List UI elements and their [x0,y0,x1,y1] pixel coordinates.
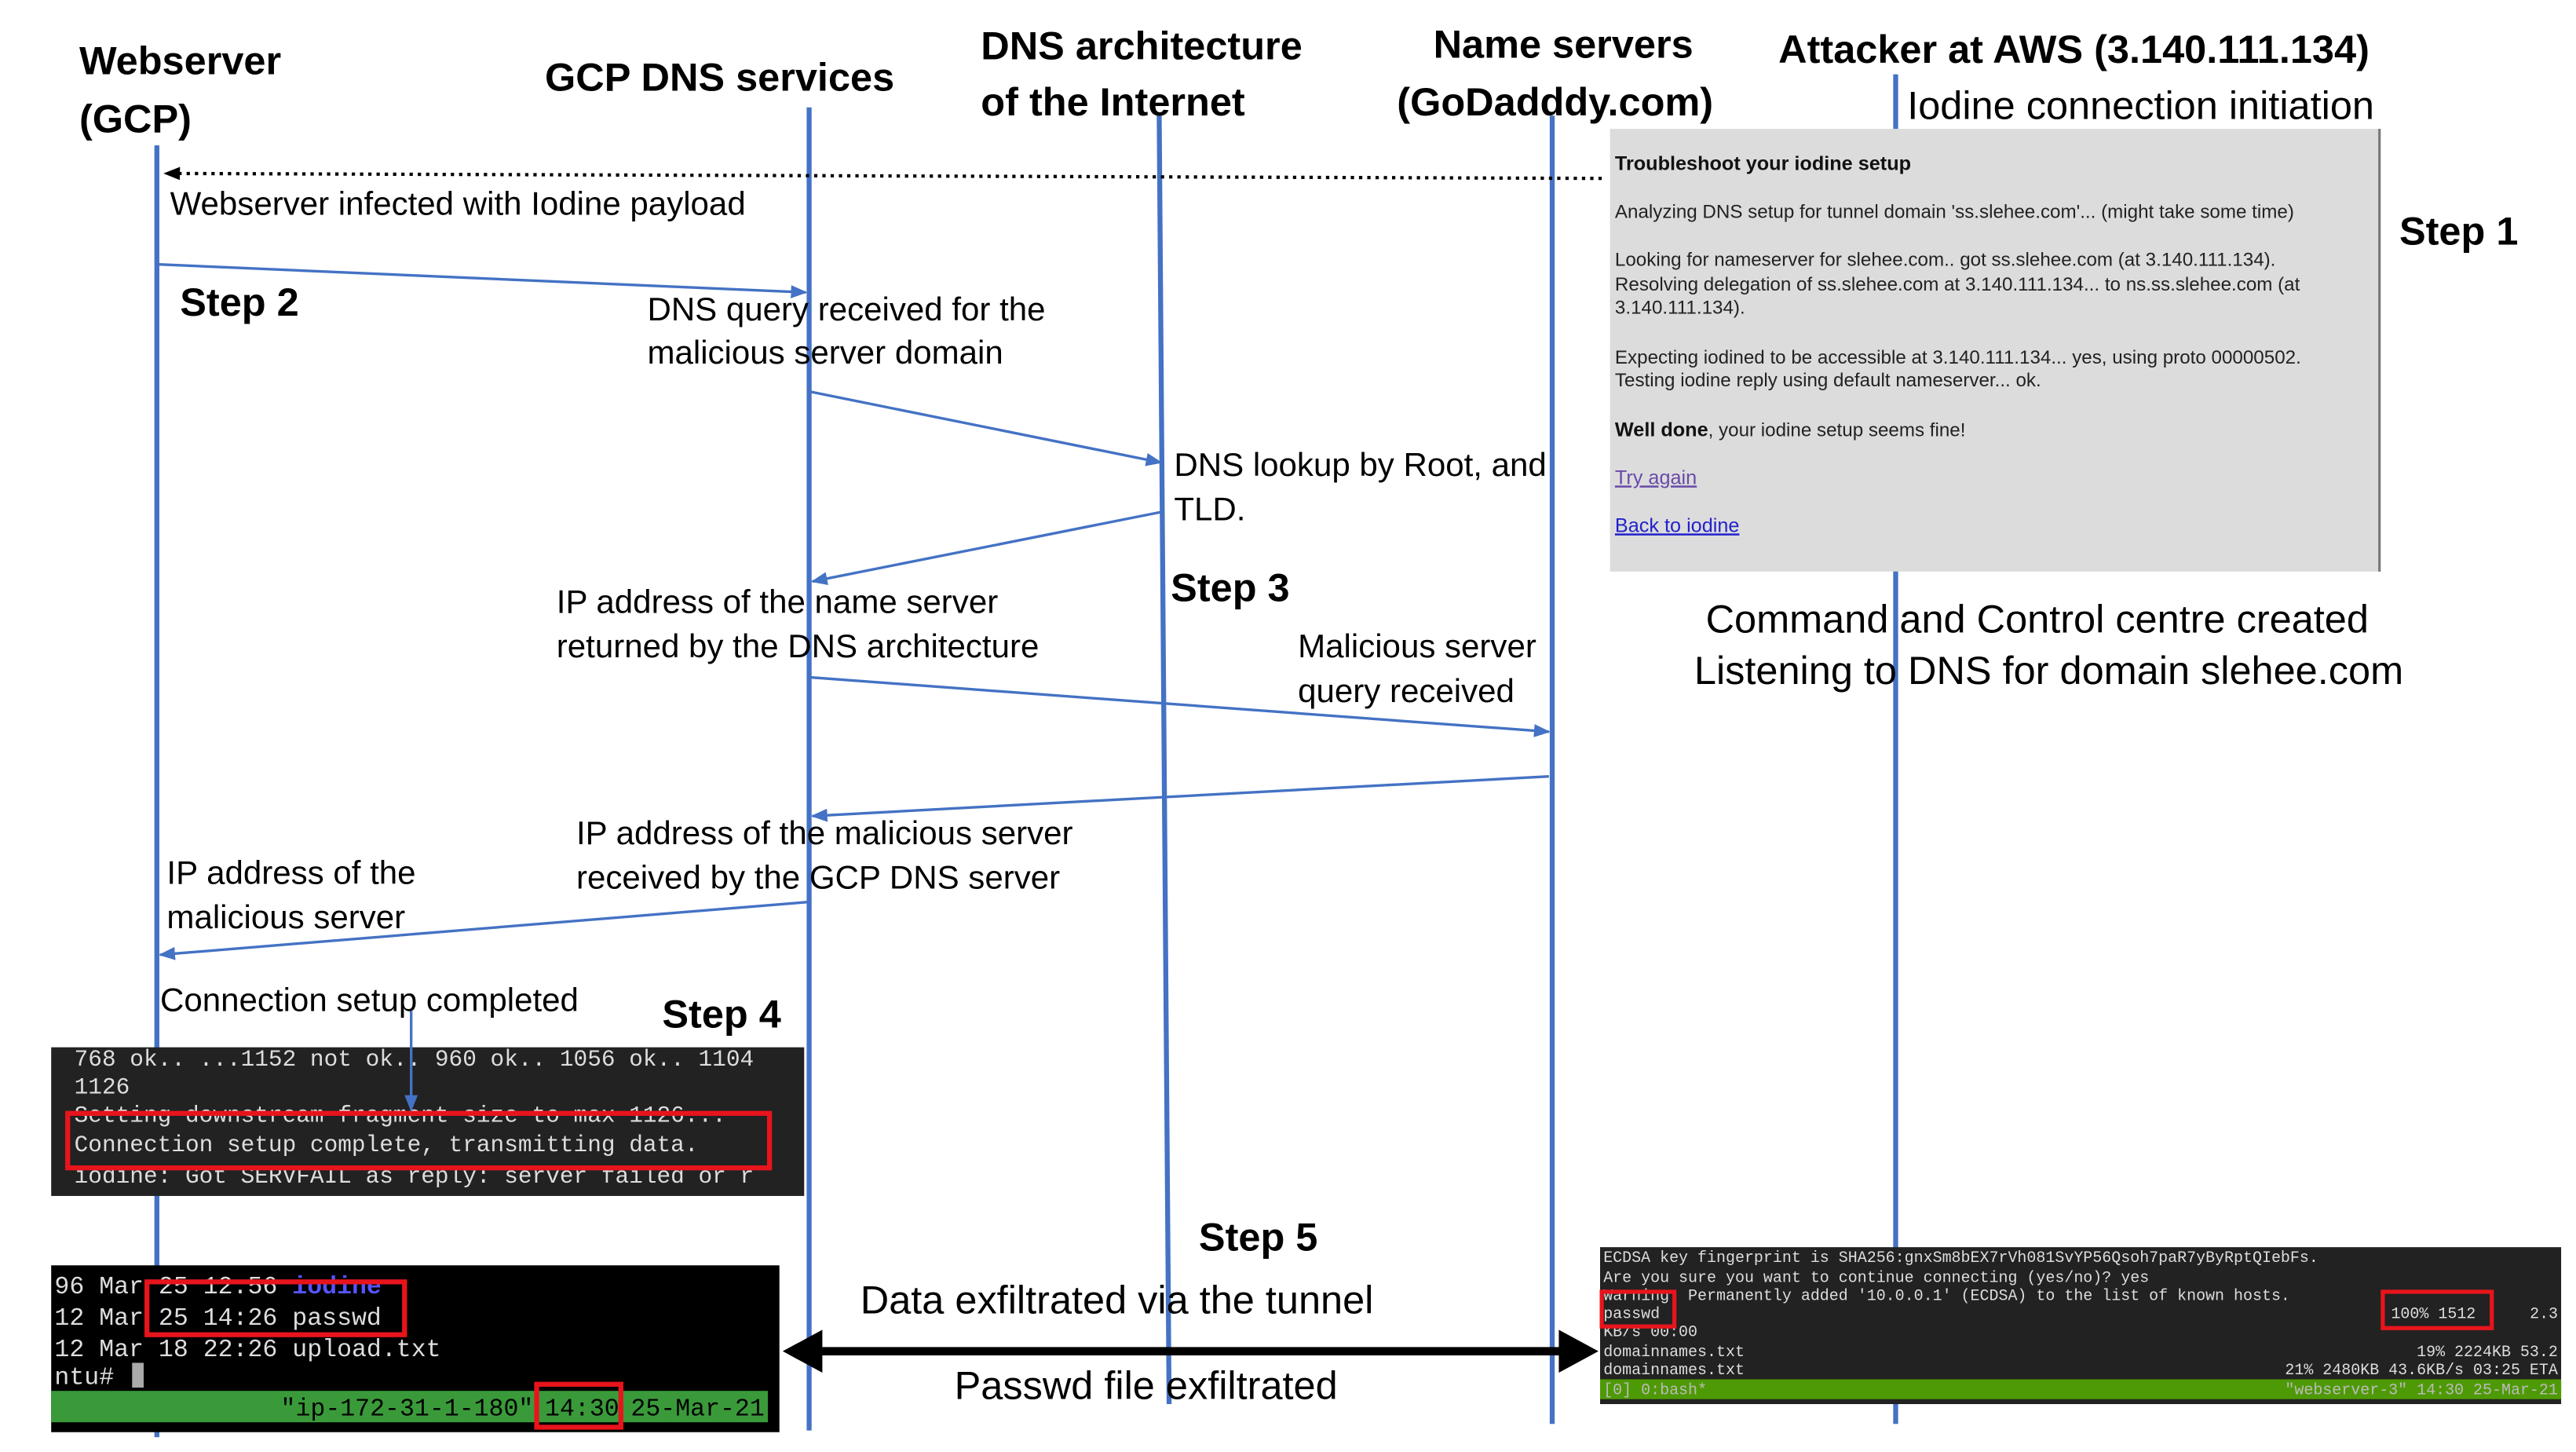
panel-line: Resolving delegation of ss.slehee.com at… [1615,274,2300,295]
dns-lookup-arrow [809,390,1163,466]
malicious-query-label: Malicious server [1298,627,1536,664]
lifeline-dns-arch [1156,115,1172,1405]
dns-lookup-label: DNS lookup by Root, and [1174,446,1546,483]
terminal-line: ECDSA key fingerprint is SHA256:gnxSm8bE… [1603,1249,2318,1267]
dns-arch-header: DNS architecture [981,24,1302,68]
terminal-line: passwd [1603,1305,1660,1323]
step-1-label: Step 1 [2399,208,2518,253]
ip-received-label: IP address of the malicious server [576,814,1073,851]
dns-query-arrow [156,262,808,298]
terminal-line: Are you sure you want to continue connec… [1603,1268,2149,1286]
ip-received-arrow [810,774,1549,822]
attacker-terminal: ECDSA key fingerprint is SHA256:gnxSm8bE… [1599,1247,2562,1404]
cursor [132,1362,144,1388]
ip-malicious-label-2: malicious server [166,898,405,935]
ns-returned-label-2: returned by the DNS architecture [557,627,1040,664]
connection-complete-label: Connection setup completed [160,981,579,1018]
terminal-line: 768 ok.. ...1152 not ok.. 960 ok.. 1056 … [75,1046,755,1073]
status-host: "ip-172-31-1-180" [281,1396,534,1424]
dns-lookup-label-2: TLD. [1174,491,1245,528]
highlight-box [1599,1289,1677,1329]
terminal-line: domainnames.txt [1603,1361,1745,1379]
step-4-label: Step 4 [662,991,780,1036]
name-servers-header-sub: (GoDadddy.com) [1397,79,1713,124]
panel-line: 3.140.111.134). [1615,298,1745,319]
transfer-progress: 19% 2224KB 53.2 [2417,1343,2558,1361]
highlight-box [2381,1289,2494,1330]
terminal-line: domainnames.txt [1603,1343,1745,1361]
highlight-box [534,1381,623,1430]
tunnel-double-arrow [782,1329,1599,1373]
gcp-dns-header: GCP DNS services [545,55,894,100]
malicious-query-label-2: query received [1298,672,1515,709]
terminal-line: Warning: Permanently added '10.0.0.1' (E… [1603,1286,2290,1304]
ns-returned-label: IP address of the name server [557,583,998,620]
attacker-header: Attacker at AWS (3.140.111.134) [1778,27,2370,71]
name-servers-header: Name servers [1434,22,1694,67]
status-time: 14:30 [545,1396,619,1424]
dns-query-label-2: malicious server domain [647,334,1003,371]
terminal-line: ntu# [54,1365,114,1392]
terminal-line: Connection setup complete, transmitting … [75,1132,699,1158]
terminal-line: 12 Mar 25 14:26 passwd [54,1305,381,1333]
step-5-label: Step 5 [1199,1214,1317,1259]
terminal-line: 1126 [75,1074,130,1101]
highlight-box [65,1110,773,1171]
try-again-link[interactable]: Try again [1615,466,1697,488]
infection-arrow [163,166,1602,181]
panel-line: Analyzing DNS setup for tunnel domain 's… [1615,202,2294,223]
ip-malicious-arrow [158,900,809,960]
panel-line: Expecting iodined to be accessible at 3.… [1615,347,2301,368]
ip-malicious-label: IP address of the [166,854,415,891]
ip-received-label-2: received by the GCP DNS server [576,859,1060,896]
infected-label: Webserver infected with Iodine payload [170,185,746,221]
passwd-progress: 100% 1512 [2391,1305,2476,1323]
webserver-header: Webserver [79,38,281,83]
panel-line: Testing iodine reply using default names… [1615,370,2041,391]
dns-query-label: DNS query received for the [647,291,1045,327]
status-right: "webserver-3" 14:30 25-Mar-21 [2285,1381,2558,1399]
malicious-query-arrow [809,675,1551,737]
terminal-line: 96 Mar 25 12:56 iodine [54,1274,381,1301]
step-3-label: Step 3 [1171,565,1289,610]
terminal-line: 12 Mar 18 22:26 upload.txt [54,1337,440,1364]
exfil-label: Data exfiltrated via the tunnel [860,1277,1374,1322]
passwd-exfil-label: Passwd file exfiltrated [955,1363,1338,1408]
step-2-label: Step 2 [180,280,298,324]
iodine-check-panel: Troubleshoot your iodine setup Analyzing… [1610,129,2381,572]
ns-returned-arrow [810,510,1161,585]
attacker-subheader: Iodine connection initiation [1907,82,2374,127]
dns-arch-header-sub: of the Internet [981,79,1245,124]
highlight-box [144,1279,407,1337]
tmux-status-bar [51,1391,768,1423]
iodine-client-terminal: 768 ok.. ...1152 not ok.. 960 ok.. 1056 … [51,1046,805,1196]
panel-well-done: Well done, your iodine setup seems fine! [1615,419,1966,441]
tmux-status-bar [1600,1379,2562,1399]
cnc-label-2: Listening to DNS for domain slehee.com [1694,648,2403,693]
webserver-header-sub: (GCP) [79,96,192,141]
passwd-rate: 2.3 [2530,1305,2558,1323]
status-left: [0] 0:bash* [1603,1381,1707,1399]
transfer-progress: 21% 2480KB 43.6KB/s 03:25 ETA [2285,1361,2558,1379]
webserver-terminal: 96 Mar 25 12:56 iodine 12 Mar 25 14:26 p… [51,1265,780,1432]
status-date: 25-Mar-21 [630,1396,764,1424]
panel-line: Looking for nameserver for slehee.com.. … [1615,250,2275,271]
panel-title: Troubleshoot your iodine setup [1615,153,1911,175]
back-to-iodine-link[interactable]: Back to iodine [1615,514,1740,536]
cnc-label: Command and Control centre created [1706,597,2369,642]
